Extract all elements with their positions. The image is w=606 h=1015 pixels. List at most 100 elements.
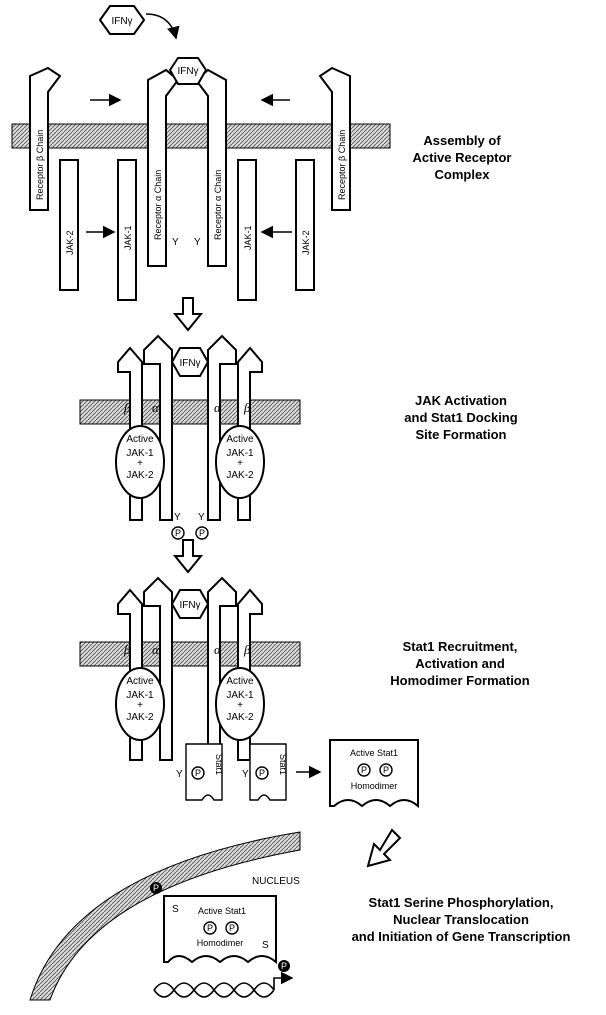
step3-tyrosine-left: Y bbox=[176, 769, 183, 780]
svg-text:JAK-2: JAK-2 bbox=[226, 470, 254, 481]
svg-text:P: P bbox=[383, 765, 389, 775]
svg-text:Receptor β Chain: Receptor β Chain bbox=[337, 130, 347, 200]
svg-text:P: P bbox=[153, 883, 159, 893]
svg-text:JAK-2: JAK-2 bbox=[301, 230, 311, 255]
step3-alpha-left bbox=[143, 576, 173, 761]
step2-membrane bbox=[79, 399, 301, 425]
step1-receptor-alpha-right: Receptor α Chain bbox=[194, 68, 227, 267]
svg-text:JAK-1: JAK-1 bbox=[226, 690, 254, 701]
svg-text:+: + bbox=[137, 458, 143, 469]
step1-receptor-alpha-left: Receptor α Chain bbox=[147, 68, 180, 267]
transition-arrow-1 bbox=[172, 297, 204, 332]
svg-text:IFNγ: IFNγ bbox=[179, 600, 200, 611]
step3-diagram: IFNγ β α α β Active JAK-1 + JAK-2 Active… bbox=[79, 576, 419, 809]
transition-arrow-3 bbox=[366, 828, 402, 868]
step4-nucleus-label: NUCLEUS bbox=[252, 876, 300, 887]
svg-text:Active: Active bbox=[226, 434, 254, 445]
step2-beta-label-right: β bbox=[243, 400, 251, 415]
step2-alpha-label-right: α bbox=[214, 400, 222, 415]
step4-stat1-homodimer: S Active Stat1 P P Homodimer S bbox=[163, 895, 277, 965]
svg-text:P: P bbox=[175, 528, 181, 538]
step4-dna-helix bbox=[153, 971, 294, 998]
svg-text:S: S bbox=[172, 904, 179, 915]
step1-receptor-beta-left: Receptor β Chain bbox=[29, 66, 62, 211]
svg-text:P: P bbox=[195, 768, 201, 778]
step4-phospho-bottom: P bbox=[278, 960, 290, 972]
step4-phospho-top: P bbox=[150, 882, 162, 894]
step2-jak-oval-right: Active JAK-1 + JAK-2 bbox=[215, 425, 265, 499]
svg-text:JAK-1: JAK-1 bbox=[126, 690, 154, 701]
step3-alpha-label-left: α bbox=[152, 642, 160, 657]
svg-text:P: P bbox=[281, 961, 287, 971]
svg-text:S: S bbox=[262, 940, 269, 951]
step3-jak-oval-right: Active JAK-1 + JAK-2 bbox=[215, 667, 265, 741]
step2-alpha-right bbox=[207, 334, 237, 521]
step2-alpha-label-left: α bbox=[152, 400, 160, 415]
step1-ifn-ligand: IFNγ bbox=[98, 5, 146, 35]
step1-membrane bbox=[11, 123, 391, 149]
step3-beta-label-left: β bbox=[123, 642, 131, 657]
svg-text:Active Stat1: Active Stat1 bbox=[198, 906, 246, 916]
step1-jak2-left: JAK-2 bbox=[59, 159, 79, 291]
step3-tyrosine-right: Y bbox=[242, 769, 249, 780]
step3-jak-oval-left: Active JAK-1 + JAK-2 bbox=[115, 667, 165, 741]
svg-text:JAK-1: JAK-1 bbox=[243, 225, 253, 250]
svg-text:JAK-2: JAK-2 bbox=[226, 712, 254, 723]
step1-diagram: IFNγ Receptor β Chain JAK-2 JAK-1 Recept… bbox=[11, 5, 391, 301]
step1-tyrosine-left: Y bbox=[172, 237, 179, 248]
step1-ligand-arrow bbox=[145, 13, 180, 40]
step3-phospho-left: P bbox=[191, 766, 205, 780]
step2-phospho-left: P bbox=[171, 526, 185, 540]
svg-text:+: + bbox=[137, 700, 143, 711]
step1-jak1-right: JAK-1 bbox=[237, 159, 257, 301]
step3-beta-label-right: β bbox=[243, 642, 251, 657]
svg-text:JAK-1: JAK-1 bbox=[126, 448, 154, 459]
svg-text:JAK-2: JAK-2 bbox=[126, 470, 154, 481]
svg-text:IFNγ: IFNγ bbox=[179, 358, 200, 369]
svg-text:JAK-1: JAK-1 bbox=[123, 225, 133, 250]
step1-tyrosine-right: Y bbox=[194, 237, 201, 248]
step1-jak1-left: JAK-1 bbox=[117, 159, 137, 301]
step2-diagram: IFNγ β α α β Active JAK-1 + JAK-2 Active… bbox=[79, 334, 301, 540]
step4-title: Stat1 Serine Phosphorylation, Nuclear Tr… bbox=[351, 895, 571, 944]
svg-text:Receptor α Chain: Receptor α Chain bbox=[153, 170, 163, 240]
svg-text:JAK-2: JAK-2 bbox=[65, 230, 75, 255]
step2-phospho-right: P bbox=[195, 526, 209, 540]
step1-jak2-right: JAK-2 bbox=[295, 159, 315, 291]
svg-text:P: P bbox=[361, 765, 367, 775]
step3-alpha-label-right: α bbox=[214, 642, 222, 657]
svg-text:JAK-1: JAK-1 bbox=[226, 448, 254, 459]
step1-title: Assembly of Active Receptor Complex bbox=[412, 133, 512, 182]
svg-text:Active Stat1: Active Stat1 bbox=[350, 748, 398, 758]
svg-text:Receptor α Chain: Receptor α Chain bbox=[213, 170, 223, 240]
step2-tyrosine-right: Y bbox=[198, 512, 205, 523]
svg-text:JAK-2: JAK-2 bbox=[126, 712, 154, 723]
svg-text:Active: Active bbox=[226, 676, 254, 687]
svg-text:Stat1: Stat1 bbox=[214, 754, 224, 775]
svg-text:Active: Active bbox=[126, 434, 154, 445]
svg-text:Receptor β Chain: Receptor β Chain bbox=[35, 130, 45, 200]
step2-tyrosine-left: Y bbox=[174, 512, 181, 523]
svg-text:IFNγ: IFNγ bbox=[177, 66, 198, 77]
step3-phospho-right: P bbox=[255, 766, 269, 780]
svg-text:Homodimer: Homodimer bbox=[351, 781, 398, 791]
step3-title: Stat1 Recruitment, Activation and Homodi… bbox=[390, 639, 530, 688]
step2-title: JAK Activation and Stat1 Docking Site Fo… bbox=[404, 393, 518, 442]
step2-alpha-left bbox=[143, 334, 173, 521]
step4-diagram: NUCLEUS P S Active Stat1 P P Homodimer S… bbox=[29, 831, 301, 1001]
svg-text:Stat1: Stat1 bbox=[278, 754, 288, 775]
svg-text:P: P bbox=[259, 768, 265, 778]
svg-text:Active: Active bbox=[126, 676, 154, 687]
step2-jak-oval-left: Active JAK-1 + JAK-2 bbox=[115, 425, 165, 499]
svg-text:P: P bbox=[207, 923, 213, 933]
step2-beta-label-left: β bbox=[123, 400, 131, 415]
transition-arrow-2 bbox=[172, 539, 204, 574]
step3-ligand: IFNγ bbox=[170, 589, 210, 619]
step1-receptor-beta-right: Receptor β Chain bbox=[318, 66, 351, 211]
svg-text:P: P bbox=[199, 528, 205, 538]
step2-ligand: IFNγ bbox=[170, 347, 210, 377]
step4-nuclear-envelope bbox=[29, 831, 301, 1001]
step3-stat1-homodimer: Active Stat1 P P Homodimer bbox=[329, 739, 419, 809]
